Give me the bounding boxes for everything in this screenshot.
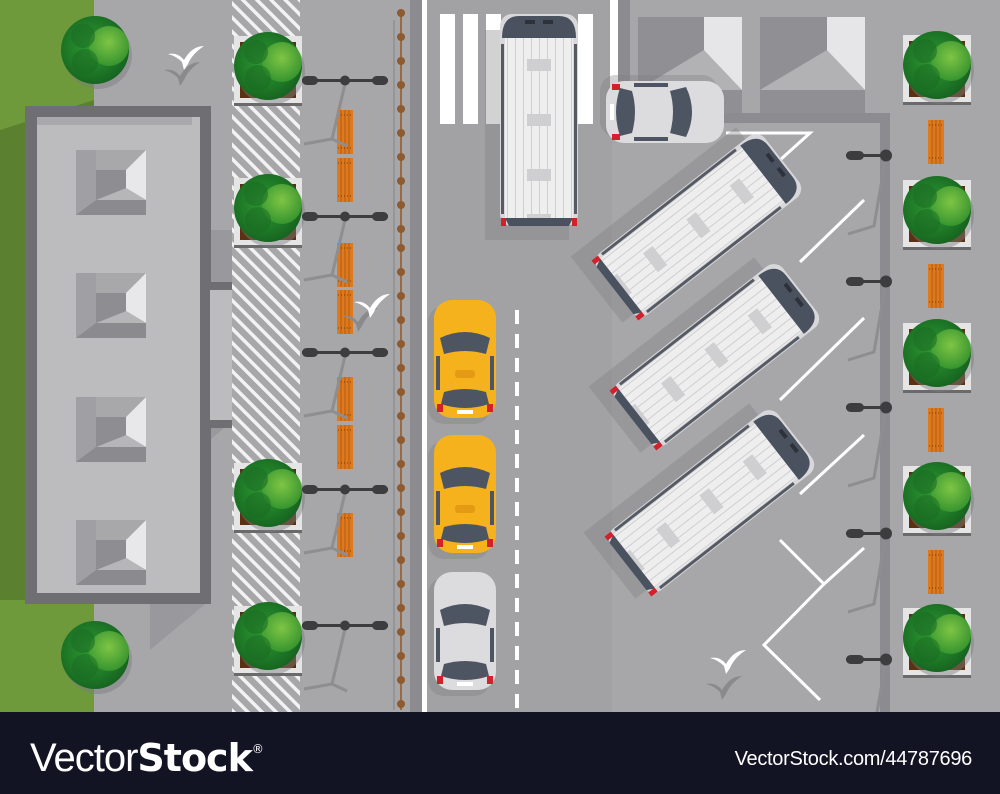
building-roof	[25, 106, 250, 650]
bench-icon	[336, 289, 354, 335]
watermark-footer: VectorStock® VectorStock.com/44787696	[0, 712, 1000, 794]
tree-icon	[234, 459, 305, 533]
tree-icon	[903, 31, 974, 105]
fence	[393, 9, 405, 710]
parking-lines	[726, 131, 866, 702]
brand-logo: VectorStock®	[30, 736, 264, 781]
bench-icon	[927, 407, 945, 453]
lane-markings	[515, 310, 519, 708]
roof-vent-icon	[76, 520, 146, 585]
bus-icon	[485, 14, 578, 240]
car-icon	[428, 572, 496, 696]
bench-icon	[336, 157, 354, 203]
bench-icon	[927, 119, 945, 165]
tree-icon	[903, 319, 974, 393]
registered-mark: ®	[251, 742, 264, 756]
brand-bold-text: Stock	[137, 736, 252, 780]
street-scene	[0, 0, 974, 740]
bench-icon	[336, 109, 354, 155]
tree-icon	[234, 174, 305, 248]
taxi-icon	[428, 300, 496, 424]
brand-light-text: Vector	[30, 736, 138, 780]
image-reference: VectorStock.com/44787696	[734, 748, 973, 770]
bench-icon	[336, 424, 354, 470]
bench-icon	[927, 263, 945, 309]
taxi-icon	[428, 435, 496, 559]
tree-icon	[903, 604, 974, 678]
tree-icon	[234, 32, 305, 106]
bench-icon	[927, 549, 945, 595]
roof-vent-icon	[76, 397, 146, 462]
hatched-sidewalk	[232, 0, 300, 712]
tree-icon	[903, 176, 974, 250]
roof-vent-icon	[76, 150, 146, 215]
tree-icon	[903, 462, 974, 536]
roof-vent-icon	[76, 273, 146, 338]
tree-icon	[234, 602, 305, 676]
suv-icon	[600, 75, 724, 143]
